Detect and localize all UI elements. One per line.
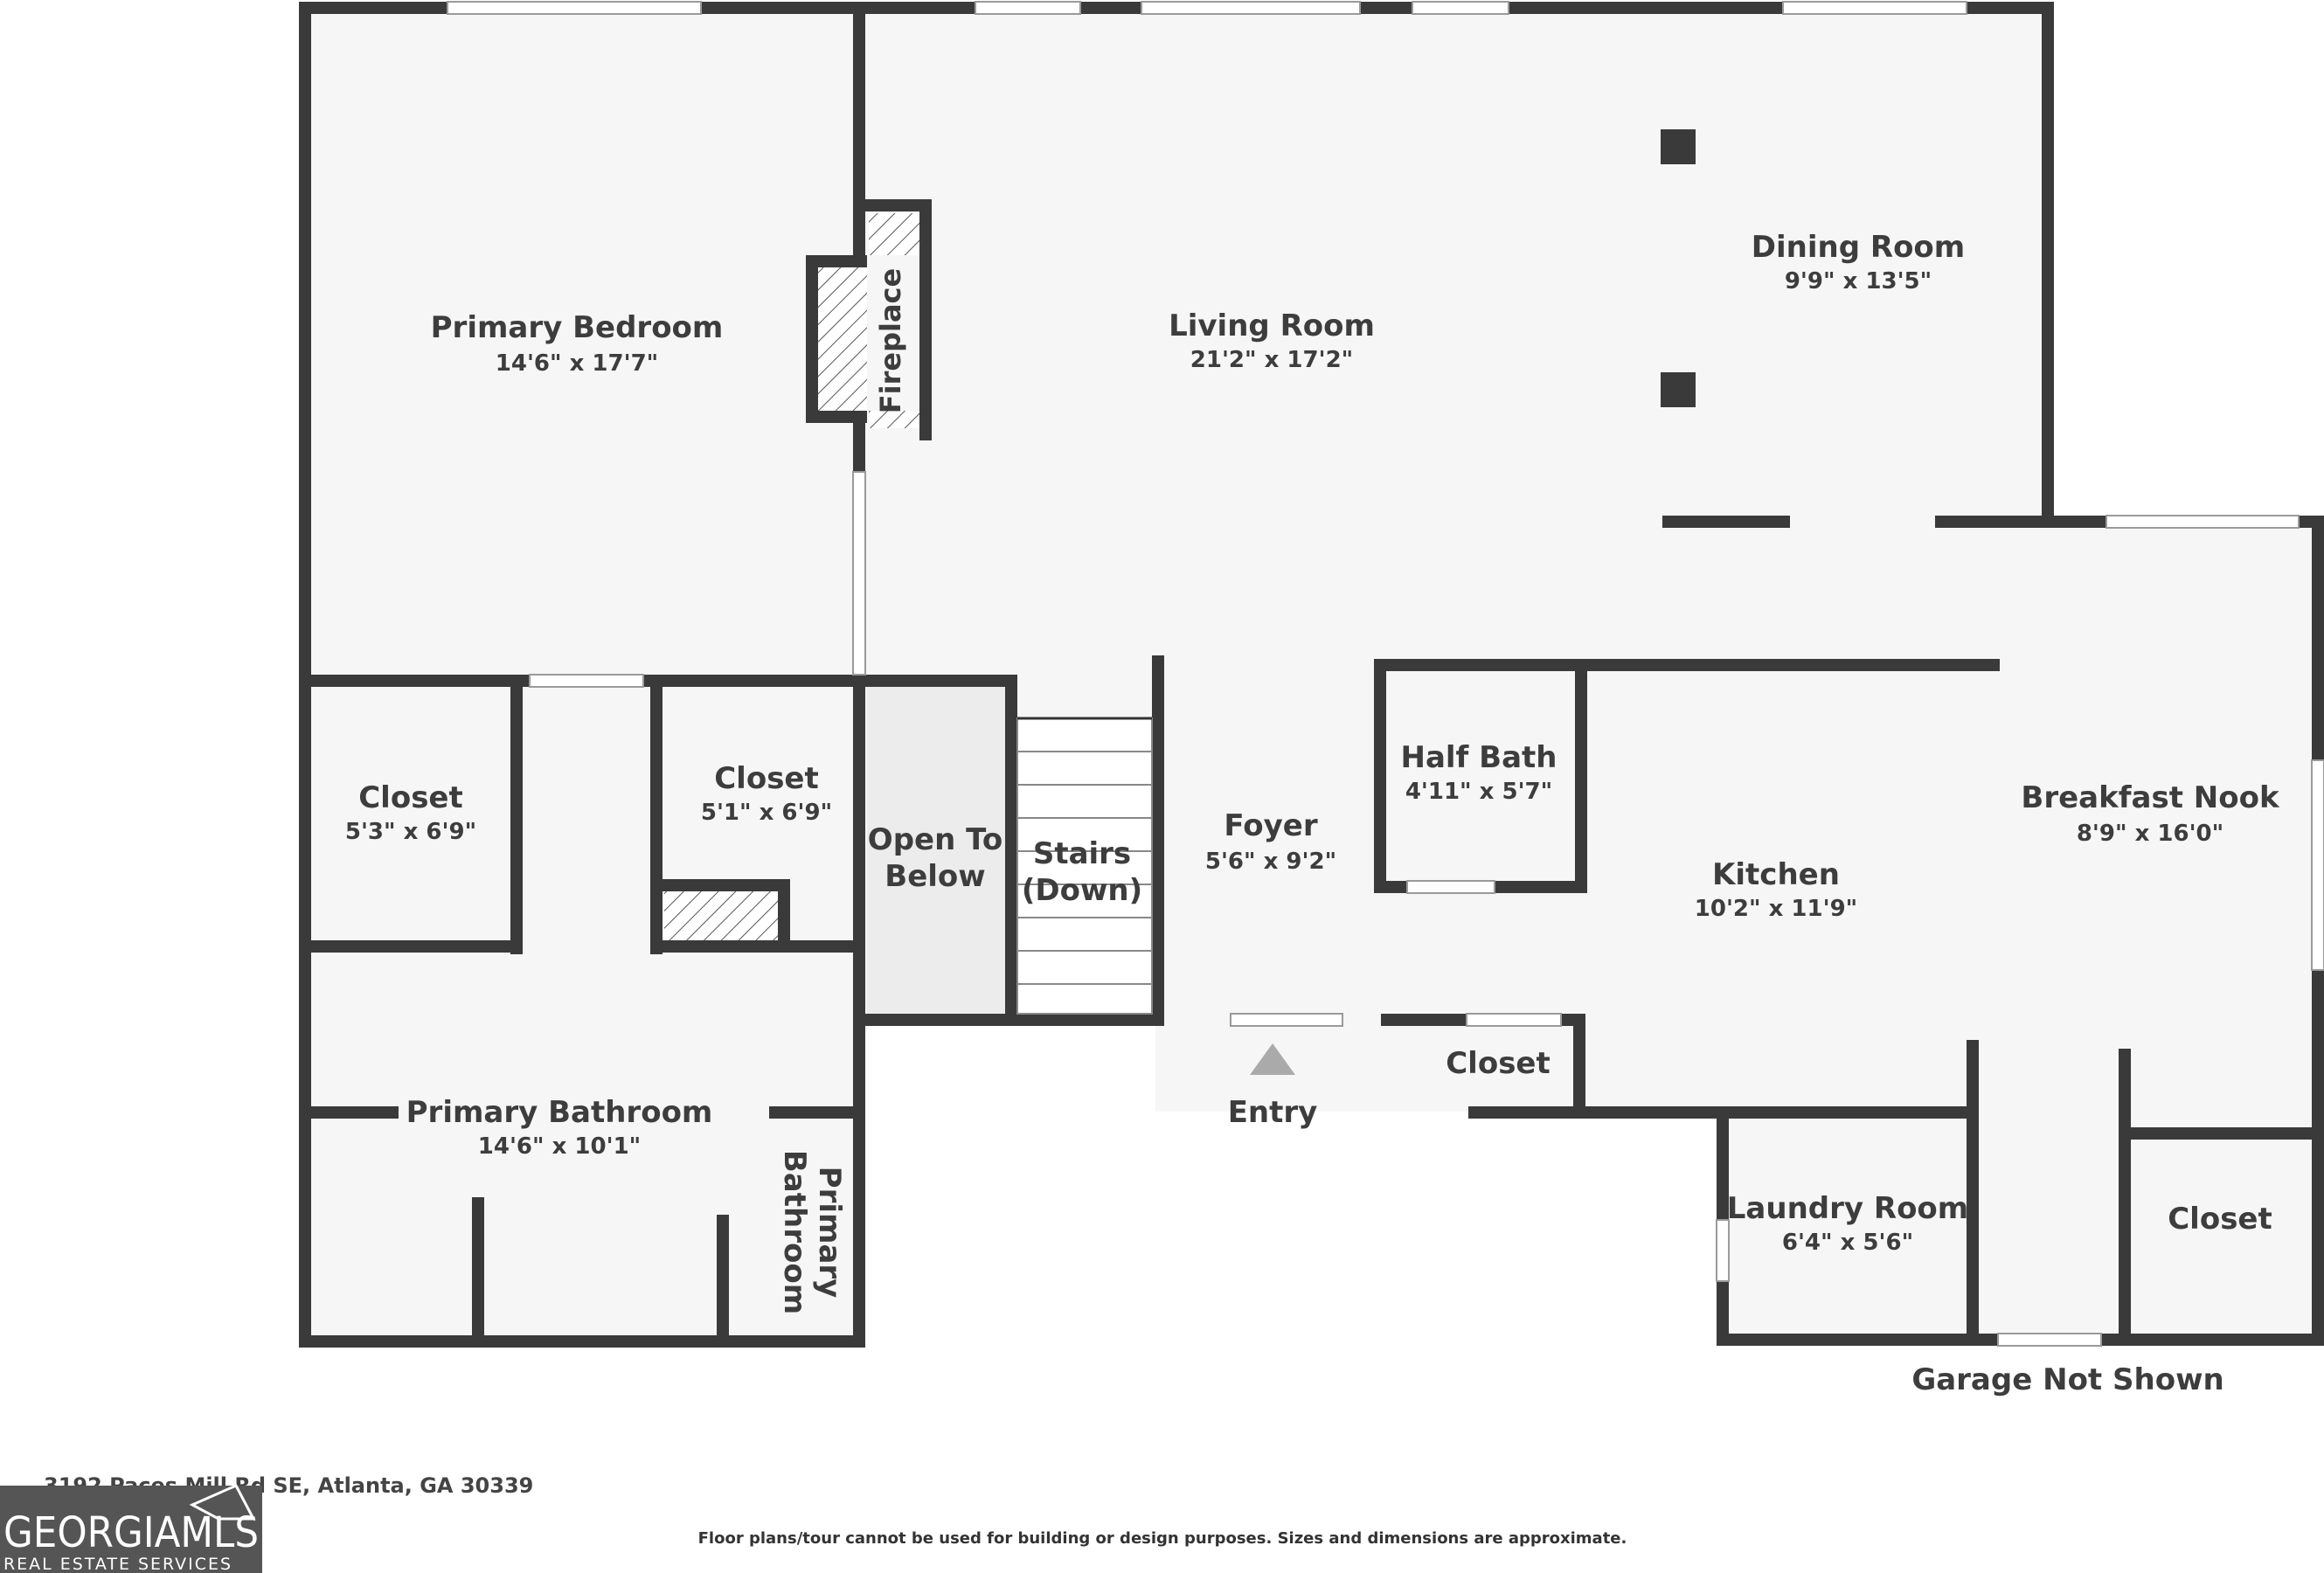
room-foyer-dim: 5'6" x 9'2" xyxy=(1205,849,1336,875)
room-living-room-dim: 21'2" x 17'2" xyxy=(1190,347,1353,373)
logo-sub-text: REAL ESTATE SERVICES xyxy=(3,1555,232,1573)
logo-main-text: GEORGIAMLS xyxy=(3,1508,259,1557)
windows xyxy=(447,1,2324,1347)
floor-area xyxy=(308,10,2314,1346)
fireplace-hearth xyxy=(818,267,867,411)
room-closet-2-dim: 5'1" x 6'9" xyxy=(701,800,832,826)
room-primary-bathroom-2-line2: Bathroom xyxy=(777,1150,812,1314)
room-open-to-below-line1: Open To xyxy=(868,822,1002,857)
room-breakfast-nook-name: Breakfast Nook xyxy=(2021,780,2280,815)
room-laundry-room-dim: 6'4" x 5'6" xyxy=(1782,1230,1913,1256)
garage-label: Garage Not Shown xyxy=(1911,1362,2223,1397)
room-primary-bathroom-name: Primary Bathroom xyxy=(406,1095,713,1130)
closet-shelf xyxy=(664,891,778,940)
room-dining-room-dim: 9'9" x 13'5" xyxy=(1785,268,1932,295)
room-stairs-line1: Stairs xyxy=(1033,836,1131,871)
georgia-mls-logo: GEORGIAMLS REAL ESTATE SERVICES xyxy=(0,1484,262,1573)
room-kitchen-dim: 10'2" x 11'9" xyxy=(1695,896,1857,922)
room-primary-bedroom-name: Primary Bedroom xyxy=(431,310,724,345)
room-closet-1-dim: 5'3" x 6'9" xyxy=(345,819,476,845)
room-closet-4-name: Closet xyxy=(2168,1202,2272,1237)
room-kitchen-name: Kitchen xyxy=(1712,857,1840,892)
room-open-to-below-line2: Below xyxy=(885,859,985,894)
room-breakfast-nook-dim: 8'9" x 16'0" xyxy=(2077,821,2223,847)
room-closet-3-name: Closet xyxy=(1446,1046,1550,1081)
stairs-treads xyxy=(1016,717,1153,1015)
room-primary-bathroom-2: Primary Bathroom xyxy=(777,1150,847,1314)
room-stairs-line2: (Down) xyxy=(1022,873,1142,908)
house-roof-icon xyxy=(189,1484,256,1521)
room-half-bath-dim: 4'11" x 5'7" xyxy=(1405,779,1552,805)
entry-label: Entry xyxy=(1228,1095,1318,1130)
room-laundry-room-name: Laundry Room xyxy=(1727,1191,1968,1226)
room-closet-2-name: Closet xyxy=(714,761,819,796)
room-primary-bedroom-dim: 14'6" x 17'7" xyxy=(496,350,658,377)
room-foyer-name: Foyer xyxy=(1224,808,1317,843)
fireplace-box-lower xyxy=(869,411,919,428)
room-living-room-name: Living Room xyxy=(1169,308,1375,343)
room-primary-bathroom-dim: 14'6" x 10'1" xyxy=(478,1133,641,1160)
entry-arrow-icon xyxy=(1250,1043,1295,1075)
room-primary-bathroom-2-line1: Primary xyxy=(812,1167,847,1299)
disclaimer: Floor plans/tour cannot be used for buil… xyxy=(698,1529,1627,1548)
room-half-bath-name: Half Bath xyxy=(1401,740,1557,775)
fireplace-box xyxy=(869,213,919,255)
room-dining-room-name: Dining Room xyxy=(1752,230,1965,265)
room-closet-1-name: Closet xyxy=(358,780,463,815)
fireplace-label: Fireplace xyxy=(874,268,907,413)
